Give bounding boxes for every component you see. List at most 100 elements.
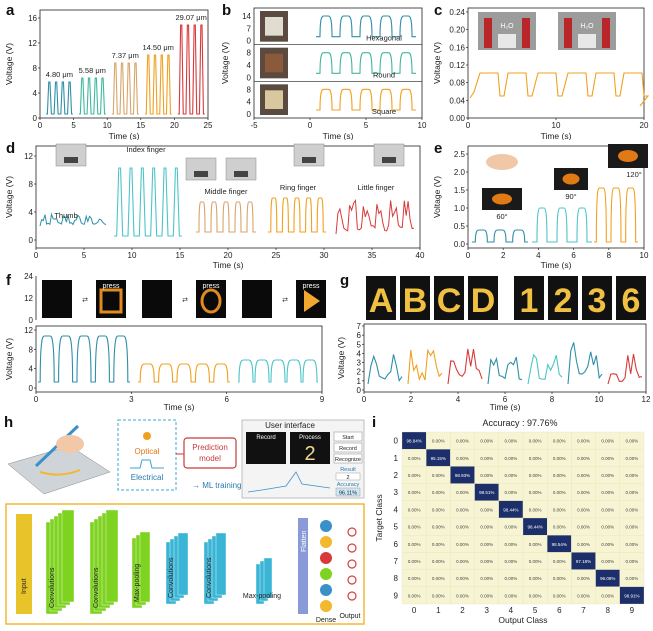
cell-value: 0.00% (601, 490, 614, 495)
chart-title: Accuracy : 97.76% (482, 418, 557, 428)
glow (562, 173, 580, 185)
output-node (347, 559, 357, 569)
shape-label: Round (373, 70, 395, 79)
output-node (347, 543, 357, 553)
y-axis-label: Voltage (V) (432, 42, 442, 84)
press-label: press (102, 283, 120, 290)
cell-value: 0.00% (432, 490, 445, 495)
cell-value: 0.00% (529, 456, 542, 461)
result-value: 2 (346, 475, 349, 481)
cell-value: 0.00% (432, 525, 445, 530)
cell-value: 0.00% (529, 593, 542, 598)
output-node (347, 591, 357, 601)
optical-dot (143, 432, 151, 440)
sample-pad (265, 90, 283, 109)
cell-value: 95.15% (431, 456, 446, 461)
cell-value: 96.08% (600, 576, 615, 581)
axes-frame (35, 325, 323, 393)
y-tick-label: 0.00 (449, 114, 465, 123)
cell-value: 0.00% (480, 559, 493, 564)
cell-value: 0.00% (456, 542, 469, 547)
hand-device (194, 171, 208, 177)
series-line (46, 81, 73, 115)
glow-trace (39, 469, 81, 476)
letter-photo (366, 276, 396, 320)
glow-shape (304, 290, 320, 312)
y-tick-label: 8 (247, 49, 252, 58)
x-tick-label: 30 (320, 251, 329, 260)
cell-value: 0.00% (456, 525, 469, 530)
handwritten-letter: 6 (622, 282, 641, 320)
prediction-label: Prediction (192, 443, 228, 452)
output-node (347, 527, 357, 537)
x-tick-label: 6 (571, 251, 576, 260)
cell-value: 0.00% (529, 559, 542, 564)
x-tick-label: 0 (34, 251, 39, 260)
dense-node (320, 600, 332, 612)
ui-signal (247, 471, 331, 493)
matrix-cell (619, 586, 645, 605)
photo-clamp (484, 18, 492, 48)
x-tick-label: 9 (320, 395, 325, 404)
hand-photo (185, 157, 217, 181)
series-line (177, 24, 205, 115)
cell-value: 98.84% (406, 439, 421, 444)
series-line (447, 348, 483, 385)
cell-value: 0.00% (480, 576, 493, 581)
y-tick-label: 4 (33, 89, 38, 98)
x-tick-label: 3 (129, 395, 134, 404)
x-tick-label: 25 (272, 251, 281, 260)
hand-photo (225, 157, 257, 181)
x-tick-label: 2 (501, 251, 506, 260)
cell-value: 0.00% (529, 542, 542, 547)
cell-value: 0.00% (553, 473, 566, 478)
y-tick-label: 4 (247, 98, 252, 107)
cell-value: 0.00% (626, 473, 639, 478)
flatten-layer (298, 518, 308, 614)
x-tick-label: 0 (466, 251, 471, 260)
y-tick-label: 9 (394, 591, 399, 600)
y-tick-label: 0.24 (449, 8, 465, 17)
y-tick-label: 7 (357, 322, 362, 331)
hand-photo (55, 143, 87, 167)
series-line (472, 229, 528, 243)
panel-label: d (6, 140, 16, 157)
cell-value: 0.00% (456, 576, 469, 581)
result-box (335, 472, 361, 481)
y-tick-label: 8 (247, 85, 252, 94)
layer-label: Max-pooling (243, 593, 281, 600)
shape-label: Hexagonal (366, 34, 402, 43)
photo-label: H₂O (500, 23, 514, 30)
prediction-box (183, 437, 237, 469)
cell-value: 0.00% (601, 559, 614, 564)
series-line (367, 354, 403, 385)
cell-value: 0.00% (529, 439, 542, 444)
y-tick-label: 6 (394, 540, 399, 549)
photo-clamp (602, 18, 610, 48)
cell-value: 0.00% (408, 473, 421, 478)
photo-label: H₂O (580, 23, 594, 30)
panel-label: i (372, 414, 377, 431)
arrow-glyph: ⇄ (82, 297, 88, 304)
cell-value: 0.00% (529, 473, 542, 478)
dense-node (320, 568, 332, 580)
x-tick-label: 10 (595, 395, 604, 404)
x-tick-label: 35 (368, 251, 377, 260)
x-tick-label: 12 (642, 395, 651, 404)
ui-button (333, 442, 363, 453)
dense-node (320, 536, 332, 548)
y-tick-label: 0.20 (449, 26, 465, 35)
x-tick-label: 20 (224, 251, 233, 260)
record-label: Record (256, 435, 275, 441)
cell-value: 0.00% (577, 439, 590, 444)
annotation: 4.80 μm (46, 70, 73, 79)
cell-value: 0.00% (553, 456, 566, 461)
y-tick-label: 7 (247, 24, 252, 33)
series-line (39, 212, 107, 227)
x-tick-label: 15 (136, 121, 145, 130)
y-tick-label: 14 (242, 12, 251, 21)
cell-value: 0.00% (480, 456, 493, 461)
cell-value: 0.00% (505, 525, 518, 530)
